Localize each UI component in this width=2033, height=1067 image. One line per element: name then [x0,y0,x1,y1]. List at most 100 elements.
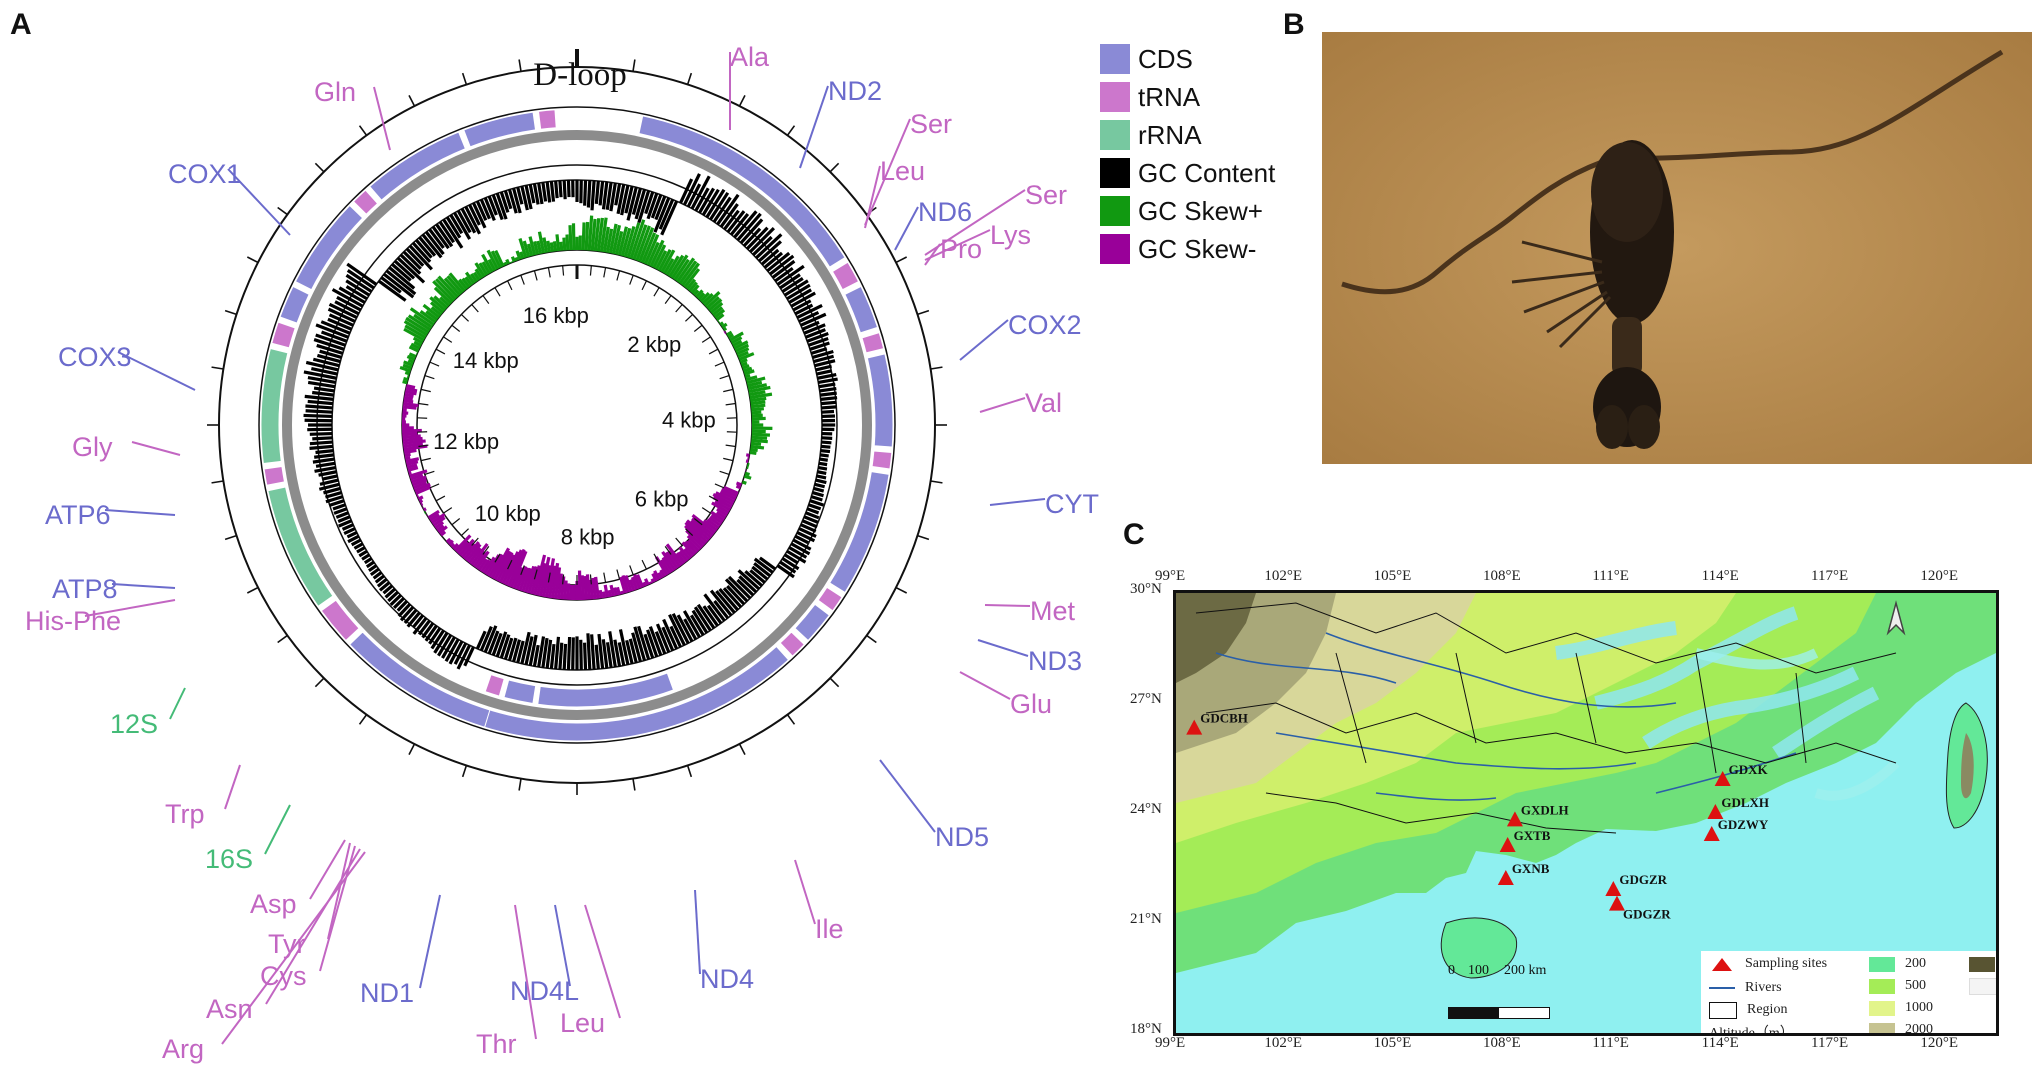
scale-bar: 0 100 200 km [1448,963,1550,1019]
kbp-minor-tick [693,324,703,332]
gc-skew-bar [493,550,512,581]
sampling-site-label: GDGZR [1623,907,1671,922]
kbp-minor-tick [641,559,647,570]
gc-skew-bar [609,584,615,597]
gc-content-bar [320,330,348,343]
gc-content-bar [819,386,837,393]
genome-legend: CDS tRNA rRNA GC Content GC Skew+ GC Ske… [1100,40,1275,268]
kbp-minor-tick [675,537,683,546]
kbp-minor-tick [520,565,525,576]
gc-content-bar [821,440,832,445]
gc-skew-bar [619,590,624,595]
gene-label: COX2 [1008,310,1082,340]
legend-region-label: Region [1747,1002,1788,1017]
sampling-site-marker [1497,870,1514,885]
sampling-site-label: GXNB [1512,861,1550,876]
map-legend: Sampling sites Rivers Region Altitude（m）… [1701,951,1996,1036]
gc-content-bar [495,192,508,220]
gc-skew-bar [749,450,757,455]
gc-skew-bar [402,379,408,385]
gc-content-bar [399,253,422,275]
gc-content-bar [320,320,351,335]
panel-label-c: C [1123,518,1145,551]
kbp-label: 10 kbp [475,501,541,526]
gc-skew-bar [708,298,723,312]
gc-content-bar [646,192,659,220]
gc-skew-bar [552,241,558,252]
gc-skew-bar [673,258,690,281]
gc-content-bar [698,187,715,214]
gc-skew-bar [678,550,689,563]
gc-content-bar [801,519,818,529]
gene-leader-line [977,639,1029,657]
gc-content-bar [625,639,634,665]
gc-skew-bar [554,567,562,599]
gc-skew-bar [585,574,591,600]
gc-content-bar [806,332,829,343]
outer-tick [246,256,259,264]
kbp-minor-tick [443,507,453,514]
gene-leader-line [959,671,1011,700]
gc-content-bar [796,530,816,543]
gc-content-bar [315,333,346,347]
gc-skew-bar [467,547,482,564]
gc-content-bar [468,204,481,226]
gc-content-bar [393,259,416,280]
gc-content-bar [788,288,812,304]
gene-leader-line [169,687,186,720]
gc-content-bar [628,638,638,664]
gc-skew-bar [405,316,430,334]
kbp-minor-tick [603,267,607,278]
sampling-site-markers: GDCBHGXDLHGXTBGXNBGDGZRGDGZRGDXKGDLXHGDZ… [1186,711,1769,922]
gc-skew-bar [644,578,650,586]
gc-content-bar [646,629,659,658]
legend-rivers-label: Rivers [1745,980,1782,995]
gc-content-bar [444,638,460,663]
gc-skew-bar [751,438,768,444]
kbp-minor-tick [685,528,694,537]
gc-content-bar [346,530,358,539]
gc-skew-bar [751,410,762,415]
gc-skew-bar [518,238,528,259]
gc-content-bar [814,359,836,368]
gc-content-bar [346,269,375,290]
latitude-label: 18°N [1130,1021,1162,1037]
gc-skew-bar [402,363,413,370]
gc-content-bar [594,180,600,205]
gc-content-bar [312,357,340,368]
longitude-label: 114°E [1701,1035,1739,1051]
gc-content-bar [722,587,743,609]
gc-skew-bar [743,369,755,376]
gc-content-bar [790,291,816,308]
gc-content-bar [650,194,663,219]
gc-content-bar [495,631,508,658]
gc-skew-bar [404,390,417,396]
gc-skew-bar [596,217,605,252]
gc-content-bar [819,391,837,397]
kbp-minor-tick [435,495,446,502]
gc-skew-bar [450,542,456,548]
gc-skew-bar [475,550,490,570]
gc-content-bar [428,627,442,645]
gc-skew-bar [727,333,735,339]
gc-skew-bar [403,444,428,451]
rrna16s-arc [267,486,334,607]
gc-content-bar [733,210,758,239]
gc-content-bar [524,185,533,210]
gene-leader-line [224,764,241,810]
kbp-label: 6 kbp [635,486,689,511]
gc-content-bar [336,295,362,312]
longitude-label: 111°E [1592,1035,1629,1051]
gc-content-bar [403,608,418,625]
longitude-label: 105°E [1373,1035,1412,1051]
gc-skew-bar [403,327,425,342]
gene-label: Pro [940,234,982,264]
gc-skew-bar [590,218,597,251]
legend-altitude-label: Altitude（m） [1709,1026,1794,1036]
gc-skew-bar [746,376,766,385]
legend-swatch-trna [1100,82,1130,112]
gc-skew-bar [482,556,496,575]
gc-skew-bar [528,236,537,256]
gc-content-bar [424,624,438,642]
